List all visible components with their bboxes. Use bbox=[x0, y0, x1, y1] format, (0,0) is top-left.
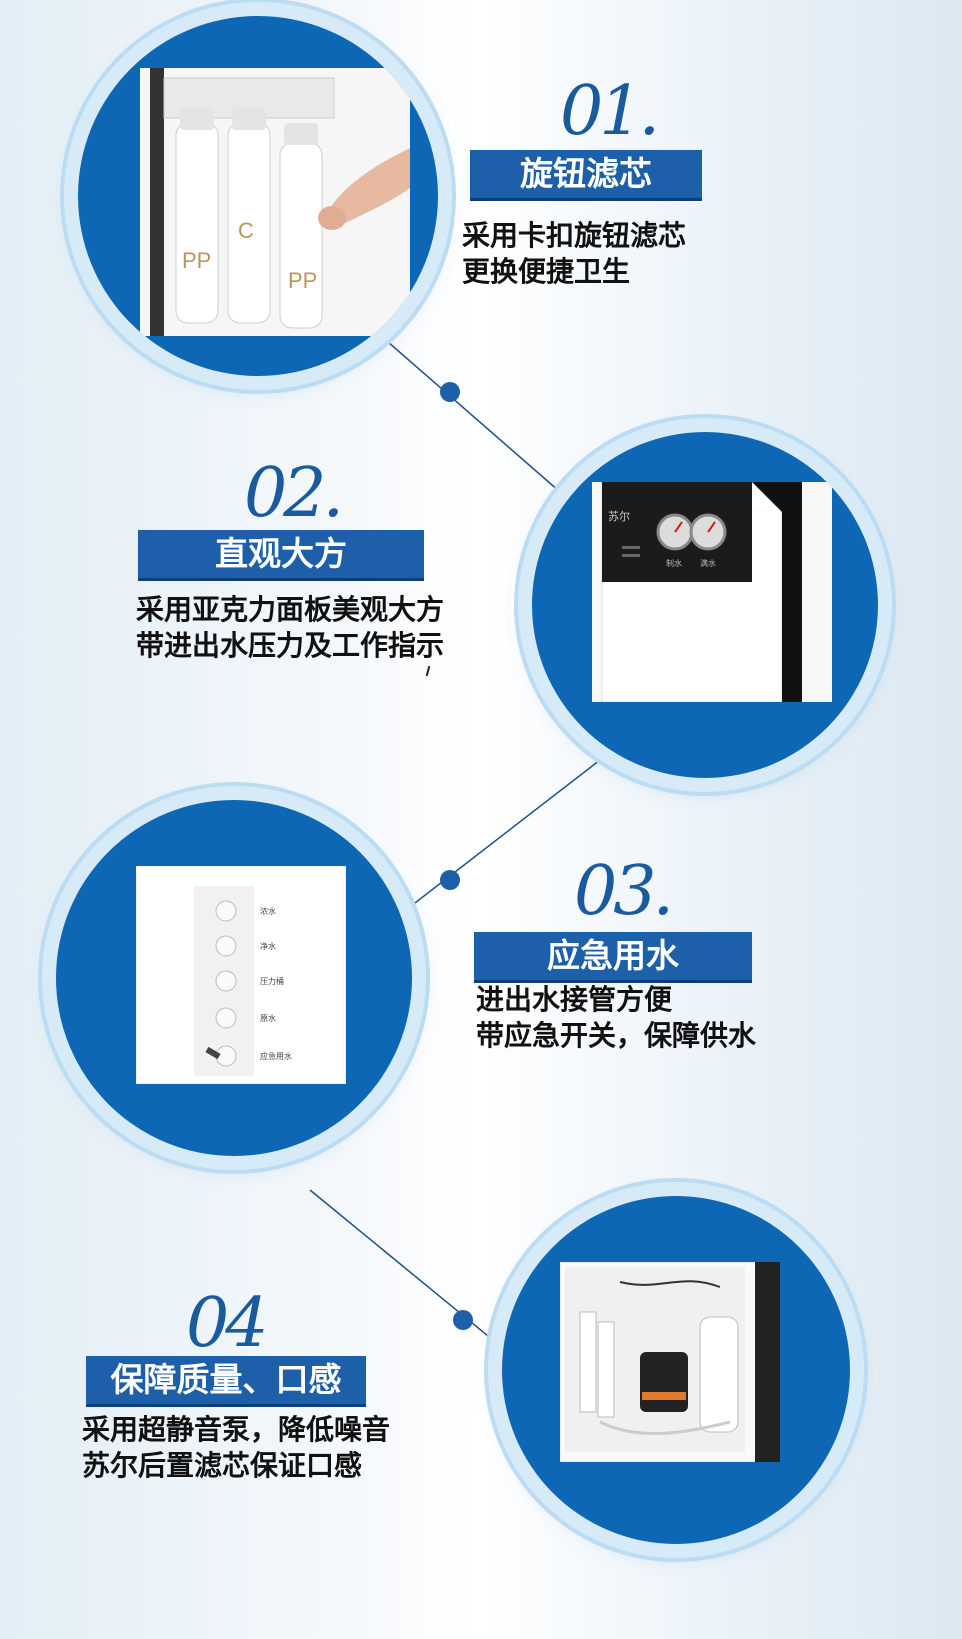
internal-photo bbox=[559, 1261, 781, 1463]
filter-cartridges-graphic bbox=[140, 68, 410, 336]
panel-gauge-label-2: 满水 bbox=[700, 559, 716, 568]
feature-2-desc-line-2: 带进出水压力及工作指示 bbox=[136, 629, 445, 662]
feature-1-desc-line-2: 更换便捷卫生 bbox=[462, 255, 631, 288]
filter-label-2: C bbox=[238, 218, 254, 243]
internal-components-graphic bbox=[559, 1261, 781, 1463]
connector-dot-1 bbox=[440, 382, 460, 402]
connector-dot-3 bbox=[453, 1310, 473, 1330]
switch-panel-graphic bbox=[135, 865, 347, 1085]
feature-1-photo-circle: PP C PP bbox=[78, 16, 438, 376]
connector-dot-2 bbox=[440, 870, 460, 890]
feature-4-desc-line-2: 苏尔后置滤芯保证口感 bbox=[82, 1449, 363, 1482]
feature-3-title: 应急用水 bbox=[474, 932, 752, 980]
panel-gauge-label-1: 制水 bbox=[666, 559, 682, 568]
feature-3-desc-line-2: 带应急开关，保障供水 bbox=[476, 1019, 757, 1052]
feature-1-number: 01. bbox=[560, 72, 660, 151]
panel-brand: 苏尔 bbox=[608, 510, 630, 523]
filter-photo: PP C PP bbox=[140, 68, 410, 336]
feature-3-number: 03. bbox=[574, 852, 674, 931]
feature-4-number: 04 bbox=[186, 1284, 269, 1363]
feature-1-title: 旋钮滤芯 bbox=[470, 150, 702, 198]
feature-2-photo-circle: 苏尔 制水 满水 bbox=[532, 432, 878, 778]
feature-3-photo-circle: 浓水 净水 压力桶 原水 应急用水 bbox=[56, 800, 412, 1156]
switch-label-3: 压力桶 bbox=[260, 977, 284, 986]
feature-4-photo-circle bbox=[502, 1196, 850, 1544]
switch-panel-photo: 浓水 净水 压力桶 原水 应急用水 bbox=[135, 865, 347, 1085]
switch-label-2: 净水 bbox=[260, 942, 276, 951]
switch-label-5: 应急用水 bbox=[260, 1052, 292, 1061]
feature-1-desc-line-1: 采用卡扣旋钮滤芯 bbox=[462, 219, 687, 252]
control-panel-graphic bbox=[592, 481, 832, 703]
feature-4-desc-line-1: 采用超静音泵，降低噪音 bbox=[82, 1413, 391, 1446]
filter-label-3: PP bbox=[288, 268, 318, 293]
feature-2-title: 直观大方 bbox=[138, 530, 424, 578]
feature-2-number: 02. bbox=[244, 454, 344, 533]
feature-4-title: 保障质量、口感 bbox=[86, 1356, 366, 1404]
switch-label-4: 原水 bbox=[260, 1014, 276, 1023]
panel-photo: 苏尔 制水 满水 bbox=[592, 481, 832, 703]
feature-3-desc-line-1: 进出水接管方便 bbox=[476, 983, 673, 1016]
filter-label-1: PP bbox=[182, 248, 212, 273]
feature-2-desc-line-1: 采用亚克力面板美观大方 bbox=[136, 593, 445, 626]
switch-label-1: 浓水 bbox=[260, 907, 276, 916]
